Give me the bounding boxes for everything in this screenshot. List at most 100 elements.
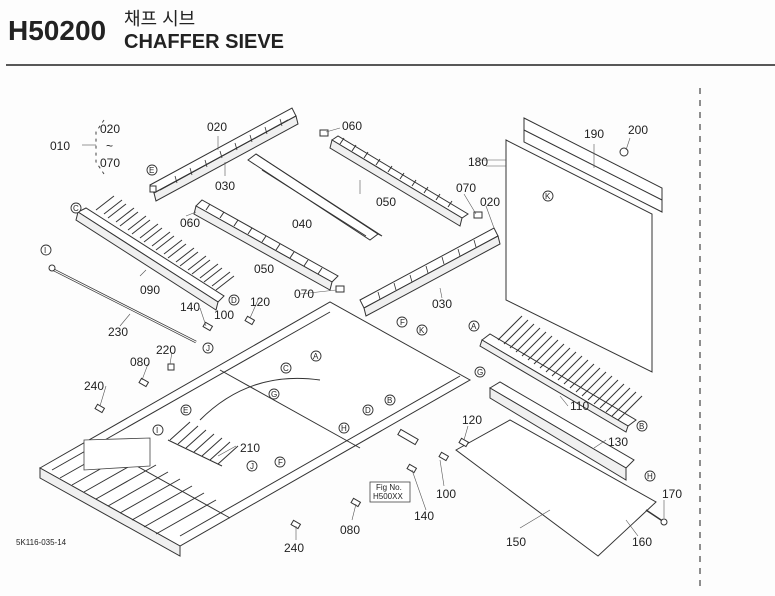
svg-text:E: E — [149, 166, 154, 175]
svg-text:J: J — [250, 462, 254, 471]
callout-060-a: 060 — [342, 119, 362, 133]
svg-text:G: G — [477, 368, 483, 377]
svg-text:A: A — [471, 322, 477, 331]
callout-120-b: 120 — [462, 413, 482, 427]
part-code: H50200 — [8, 15, 106, 46]
fig-number-box: Fig No. H500XX — [369, 481, 411, 503]
svg-text:E: E — [183, 406, 188, 415]
marker-j-upper: J — [202, 342, 214, 354]
svg-text:F: F — [400, 318, 405, 327]
part-050-lower — [193, 199, 339, 291]
callout-220: 220 — [156, 343, 176, 357]
marker-f-rail: F — [396, 316, 408, 328]
callout-170: 170 — [662, 487, 682, 501]
callout-070-b: 070 — [294, 287, 314, 301]
svg-text:C: C — [73, 204, 79, 213]
marker-h-bracket: H — [644, 470, 656, 482]
svg-text:F: F — [278, 458, 283, 467]
svg-text:K: K — [545, 192, 551, 201]
part-090-sieve — [75, 195, 235, 311]
marker-c-frame: C — [280, 362, 292, 374]
callout-080-a: 080 — [130, 355, 150, 369]
marker-e-frame: E — [180, 404, 192, 416]
svg-text:C: C — [283, 364, 289, 373]
callout-040: 040 — [292, 217, 312, 231]
callout-070-range: 070 — [100, 156, 120, 170]
callout-020-range: 020 — [100, 122, 120, 136]
white-strip — [83, 437, 151, 471]
callout-130: 130 — [608, 435, 628, 449]
part-150-panel — [455, 419, 657, 557]
main-frame — [38, 301, 472, 557]
callout-230: 230 — [108, 325, 128, 339]
part-170-bolt — [645, 509, 668, 526]
callout-010: 010 — [50, 139, 70, 153]
svg-text:H: H — [647, 472, 653, 481]
marker-a-frame: A — [310, 350, 322, 362]
group-bracket — [95, 119, 105, 175]
svg-text:Fig No.: Fig No. — [376, 483, 402, 492]
rail-lower-right — [359, 227, 501, 317]
svg-text:G: G — [271, 390, 277, 399]
callout-240-a: 240 — [84, 379, 104, 393]
marker-k-rail: K — [416, 324, 428, 336]
svg-text:H: H — [341, 424, 347, 433]
callout-060-b: 060 — [180, 216, 200, 230]
svg-text:A: A — [313, 352, 319, 361]
marker-k-plate: K — [542, 190, 554, 202]
marker-d-frame: D — [362, 404, 374, 416]
leader-lines — [99, 127, 665, 540]
part-180-plate — [505, 117, 663, 373]
svg-text:B: B — [639, 422, 644, 431]
marker-g-frame: G — [268, 388, 280, 400]
callout-110: 110 — [570, 399, 589, 413]
callout-190: 190 — [584, 127, 604, 141]
callout-050-a: 050 — [376, 195, 396, 209]
title-english: CHAFFER SIEVE — [124, 31, 284, 53]
svg-text:B: B — [387, 396, 392, 405]
bolts — [94, 129, 629, 530]
marker-j-frame: J — [246, 460, 258, 472]
callout-100-b: 100 — [436, 487, 456, 501]
callout-020-b: 020 — [480, 195, 500, 209]
marker-e-upper: E — [146, 164, 158, 176]
marker-i-upper: I — [40, 244, 52, 256]
callout-140-b: 140 — [414, 509, 434, 523]
callout-080-b: 080 — [340, 523, 360, 537]
callout-120-a: 120 — [250, 295, 270, 309]
marker-b-frame: B — [384, 394, 396, 406]
callout-070-a: 070 — [456, 181, 476, 195]
svg-text:I: I — [44, 246, 46, 255]
marker-f-frame: F — [274, 456, 286, 468]
svg-text:D: D — [365, 406, 371, 415]
title-korean: 채프 시브 — [124, 9, 195, 29]
part-130-bracket — [489, 381, 635, 481]
marker-h-frame: H — [338, 422, 350, 434]
callout-210: 210 — [240, 441, 260, 455]
marker-g-bracket: G — [474, 366, 486, 378]
callout-030-a: 030 — [215, 179, 235, 193]
callout-240-b: 240 — [284, 541, 304, 555]
callout-030-b: 030 — [432, 297, 452, 311]
svg-text:H500XX: H500XX — [373, 492, 403, 501]
part-040-crossbar — [247, 153, 383, 241]
callout-160: 160 — [632, 535, 652, 549]
callout-tilde: ~ — [106, 139, 113, 153]
part-050-upper — [329, 135, 469, 227]
svg-text:K: K — [419, 326, 425, 335]
svg-text:D: D — [231, 296, 237, 305]
marker-a-sieve: A — [468, 320, 480, 332]
callout-050-b: 050 — [254, 262, 274, 276]
callout-100-a: 100 — [214, 308, 234, 322]
callout-180: 180 — [468, 155, 488, 169]
marker-b-sieve: B — [636, 420, 648, 432]
marker-d: D — [228, 294, 240, 306]
rail-upper — [149, 107, 299, 202]
doc-code: 5K116-035-14 — [16, 538, 67, 547]
part-230-rod — [48, 264, 197, 344]
callout-140-a: 140 — [180, 300, 200, 314]
marker-i-frame: I — [152, 424, 164, 436]
callout-090: 090 — [140, 283, 160, 297]
